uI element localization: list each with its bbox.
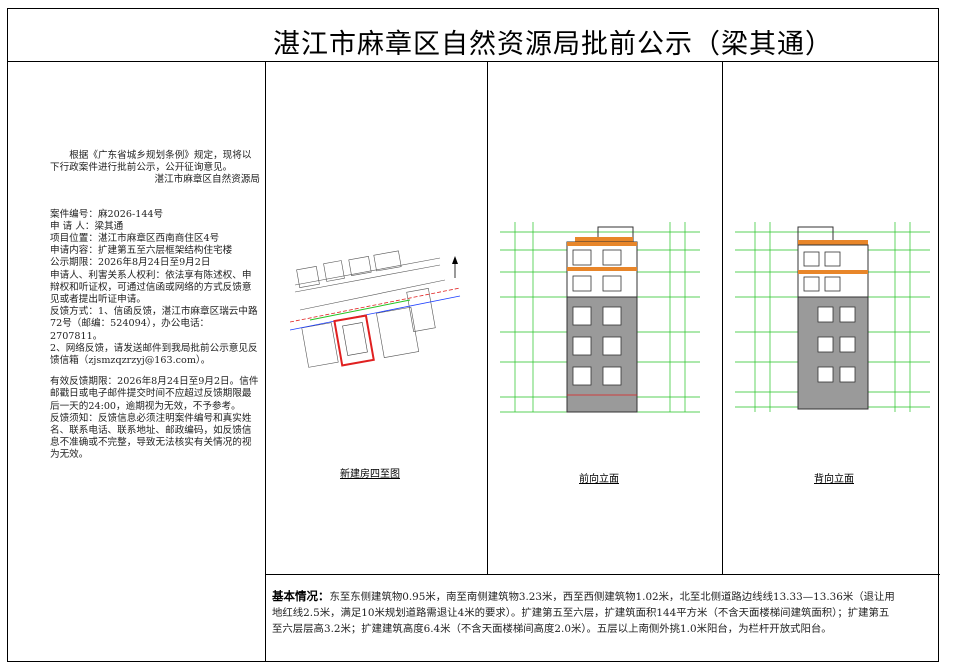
application-content: 申请内容：扩建第五至六层框架结构住宅楼: [50, 245, 233, 257]
notice-intro: 根据《广东省城乡规划条例》规定，现将以下行政案件进行批前公示，公开征询意见。: [50, 150, 252, 174]
site-plan-drawing: [290, 250, 461, 368]
feedback-notes: 反馈须知：反馈信息必须注明案件编号和真实姓名、联系电话、联系地址、邮政编码，如反…: [50, 412, 252, 461]
page-title: 湛江市麻章区自然资源局批前公示（梁其通）: [273, 29, 833, 60]
divider-bottom: [265, 574, 940, 575]
front-elevation-caption: 前向立面: [579, 474, 619, 485]
notice-text: 根据《广东省城乡规划条例》规定，现将以下行政案件进行批前公示，公开征询意见。 湛…: [50, 150, 260, 462]
notice-period: 公示期限：2026年8月24日至9月2日: [50, 257, 211, 269]
rights-text: 申请人、利害关系人权利：依法享有陈述权、申辩权和听证权，可通过信函或网络的方式反…: [50, 269, 252, 306]
basic-info-text: 东至东侧建筑物0.95米，南至南侧建筑物3.23米，西至西侧建筑物1.02米，北…: [272, 591, 895, 635]
site-plan-caption: 新建房四至图: [340, 469, 400, 480]
back-elevation-drawing: [735, 222, 930, 412]
notice-issuer: 湛江市麻章区自然资源局: [154, 174, 260, 186]
site-boundary: [333, 314, 375, 367]
notice-frame: [7, 8, 939, 662]
red-boundary-line: [290, 287, 461, 323]
basic-info-label: 基本情况：: [272, 589, 330, 603]
divider-left: [265, 62, 266, 662]
north-arrow-icon: [452, 256, 458, 278]
feedback-method-1: 反馈方式：1、信函反馈，湛江市麻章区瑞云中路72号（邮编：524094），办公电…: [50, 306, 258, 342]
title-bar: 湛江市麻章区自然资源局批前公示（梁其通）: [7, 8, 939, 62]
blue-road-line: [290, 295, 461, 331]
green-line: [309, 299, 411, 321]
back-elevation-caption: 背向立面: [814, 474, 854, 485]
case-number: 案件编号：麻2026-144号: [50, 208, 164, 220]
divider-mid2: [722, 62, 723, 574]
applicant: 申 请 人：梁其通: [50, 220, 124, 232]
project-location: 项目位置：湛江市麻章区西南商住区4号: [50, 233, 220, 245]
valid-feedback-period: 有效反馈期限：2026年8月24日至9月2日。信件邮戳日或电子邮件提交时间不应超…: [50, 376, 259, 412]
basic-info: 基本情况：东至东侧建筑物0.95米，南至南侧建筑物3.23米，西至西侧建筑物1.…: [272, 588, 897, 637]
divider-mid1: [487, 62, 488, 574]
feedback-method-2: 2、网络反馈，请发送邮件到我局批前公示意见反馈信箱（zjsmzqzrzyj@16…: [50, 342, 258, 367]
front-elevation-drawing: [500, 222, 700, 413]
